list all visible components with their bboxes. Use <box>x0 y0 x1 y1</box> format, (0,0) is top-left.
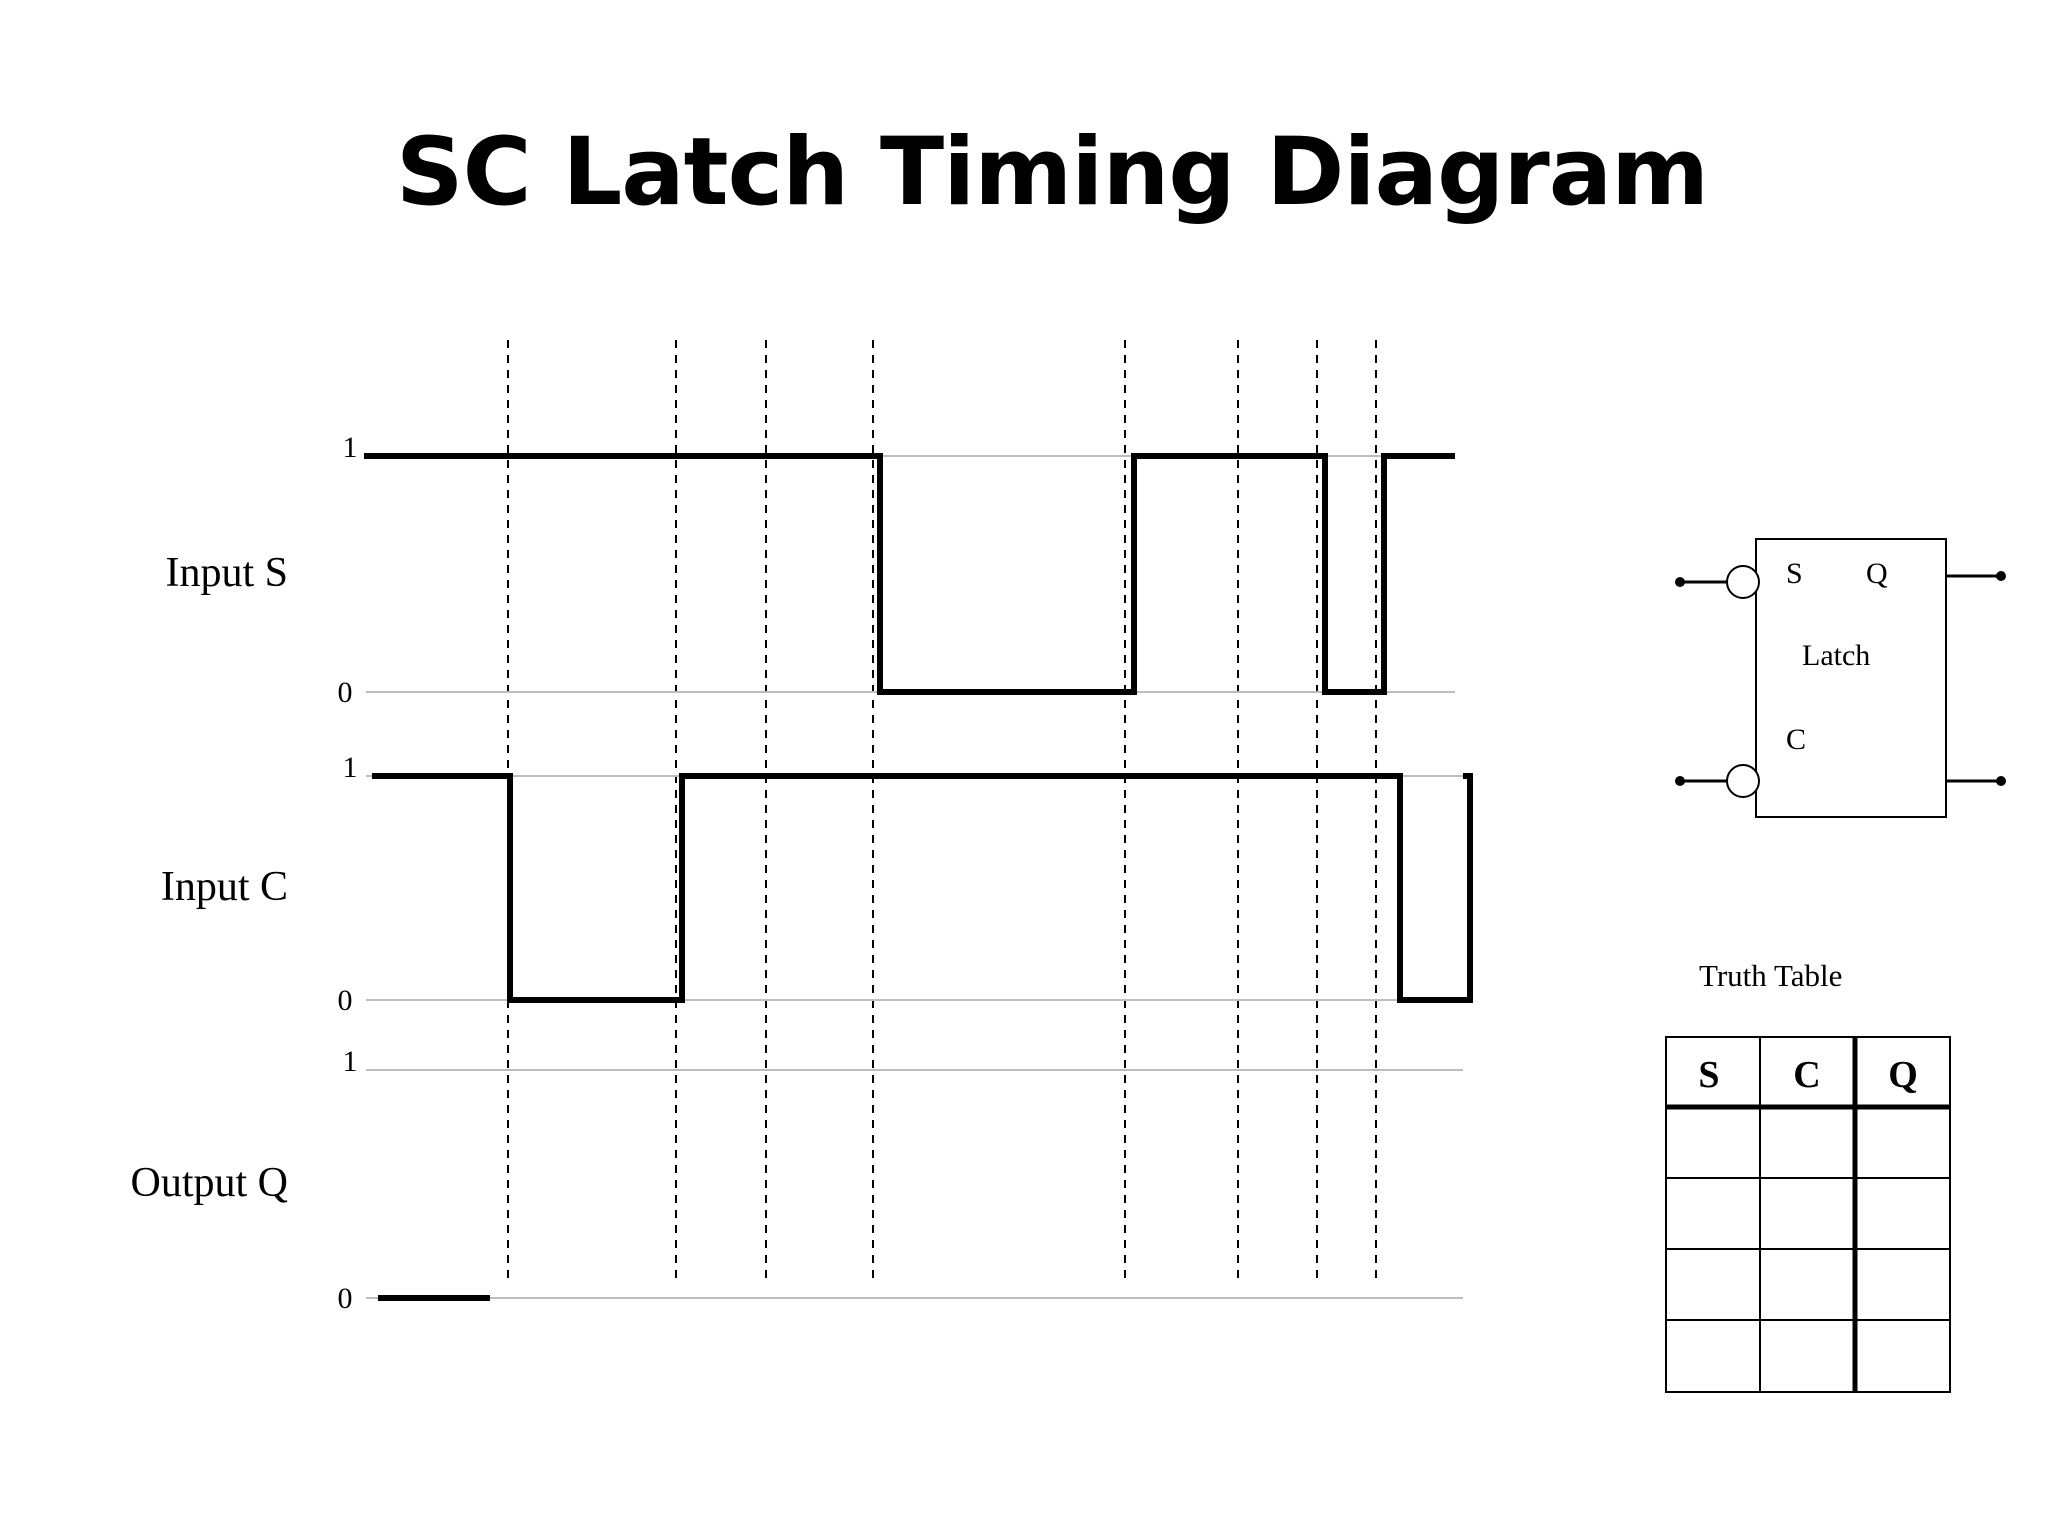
latch-symbol: S Q Latch C <box>1675 538 2006 818</box>
time-guides <box>507 340 1377 1282</box>
s-inversion-bubble <box>1726 565 1760 599</box>
level-label: 0 <box>338 984 353 1017</box>
waveform-trace <box>372 773 1473 1003</box>
latch-q-label: Q <box>1866 557 1888 590</box>
level-label: 1 <box>343 431 358 464</box>
truth-table-border <box>1665 1036 1951 1393</box>
truth-table-header: C <box>1793 1054 1820 1096</box>
truth-table-header: Q <box>1888 1054 1918 1096</box>
waveform-trace <box>364 453 1455 695</box>
level-label: 0 <box>338 676 353 709</box>
truth-table-header: S <box>1698 1054 1719 1096</box>
latch-box <box>1755 538 1947 818</box>
signal-label: Output Q <box>131 1160 289 1206</box>
latch-s-label: S <box>1786 557 1803 590</box>
level-label: 1 <box>343 1045 358 1078</box>
truth-table-caption: Truth Table <box>1699 958 1842 993</box>
c-input-terminal <box>1675 776 1685 786</box>
second-output-terminal <box>1996 776 2006 786</box>
q-output-terminal <box>1996 571 2006 581</box>
s-input-terminal <box>1675 577 1685 587</box>
latch-name-label: Latch <box>1802 639 1870 672</box>
c-inversion-bubble <box>1726 764 1760 798</box>
level-label: 0 <box>338 1282 353 1315</box>
signal-label: Input S <box>165 550 288 596</box>
latch-c-label: C <box>1786 723 1806 756</box>
truth-table: Truth Table S C Q <box>1665 958 1951 1393</box>
level-label: 1 <box>343 751 358 784</box>
signal-label: Input C <box>161 864 288 910</box>
page-title: SC Latch Timing Diagram <box>395 118 1709 227</box>
